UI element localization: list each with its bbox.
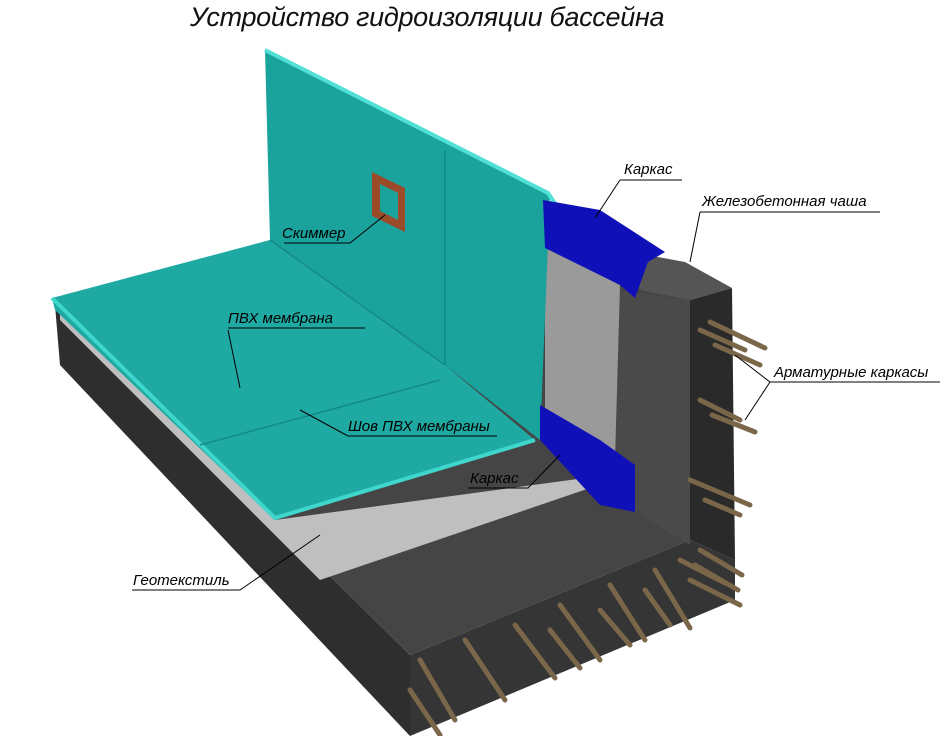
label-geotextile: Геотекстиль	[133, 572, 230, 589]
frame-top	[543, 200, 665, 298]
rebars	[407, 319, 768, 736]
label-frame-bottom: Каркас	[470, 470, 519, 487]
label-membrane-seam: Шов ПВХ мембраны	[348, 418, 490, 435]
skimmer-icon	[372, 172, 405, 232]
label-skimmer: Скиммер	[282, 225, 346, 242]
wall-gray-panel	[545, 245, 620, 460]
label-pvc-membrane: ПВХ мембрана	[228, 310, 334, 327]
slab-end-face	[410, 540, 735, 736]
membrane-wall	[265, 50, 550, 440]
membrane-floor-seam	[199, 379, 441, 446]
membrane-floor-edge	[50, 296, 536, 521]
diagram-title: Устройство гидроизоляции бассейна	[190, 2, 665, 32]
slab-left-face	[55, 305, 410, 736]
membrane-wall-top-edge	[264, 48, 558, 207]
label-concrete-bowl: Железобетонная чаша	[702, 193, 867, 210]
membrane-corner-line	[269, 239, 446, 366]
geotextile-layer	[60, 312, 590, 580]
membrane-floor	[52, 240, 535, 520]
leader-lines	[132, 179, 940, 591]
frame-bottom	[540, 405, 635, 512]
label-rebar-frames: Арматурные каркасы	[774, 364, 929, 381]
wall-top	[620, 250, 732, 300]
label-frame-top: Каркас	[624, 161, 673, 178]
